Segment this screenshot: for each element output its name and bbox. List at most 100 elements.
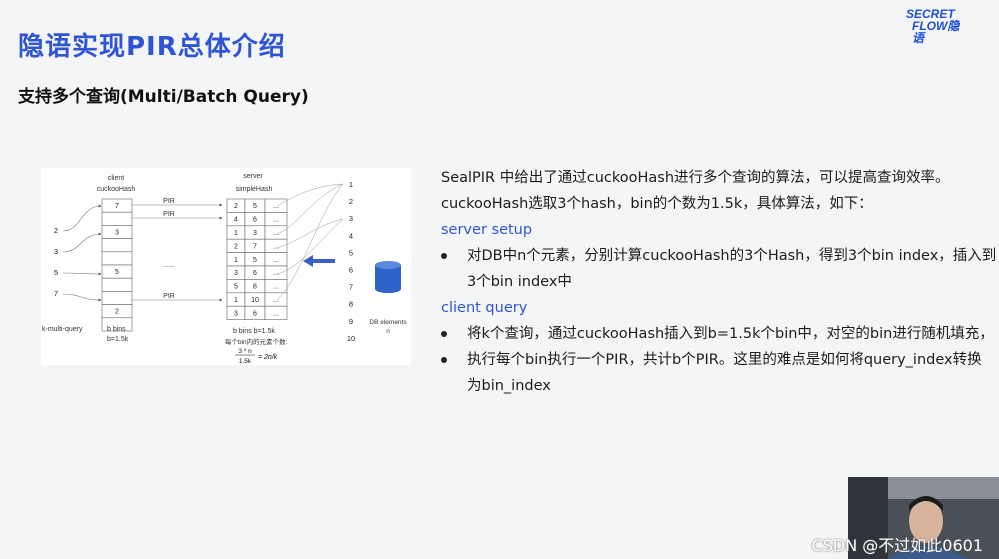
client-cuckoo-table: 7 3 5 2: [101, 198, 133, 332]
client-bullet-2-line-2: 为bin_index: [467, 378, 551, 394]
slide-subtitle: 支持多个查询(Multi/Batch Query): [18, 87, 309, 107]
formula-denominator: 1.5k: [239, 358, 252, 365]
client-bin: [101, 277, 133, 292]
server-cell-value: 6: [253, 217, 257, 224]
pir-label-2: PIR: [163, 211, 175, 218]
server-cell-value: 3: [234, 270, 238, 277]
client-bin: [101, 291, 133, 305]
client-bullet-2-line-1: 执行每个bin执行一个PIR，共计b个PIR。这里的难点是如何将query_in…: [467, 352, 982, 368]
server-cell-value: 8: [253, 284, 257, 291]
client-bin-value: 7: [115, 203, 119, 210]
server-cell-value: ...: [273, 217, 279, 224]
server-bins-label: b bins b=1.5k: [233, 328, 275, 335]
server-cell-value: 7: [253, 243, 257, 250]
pir-label-3: PIR: [163, 293, 175, 300]
server-cell-value: ...: [273, 297, 279, 304]
client-bin: [101, 251, 133, 266]
db-index: 7: [349, 283, 353, 292]
server-cell-value: 4: [234, 217, 238, 224]
presenter-video-image: [848, 477, 999, 559]
client-bin-value: 5: [115, 269, 119, 276]
formula-numerator: 3 * n: [238, 348, 252, 355]
db-index: 1: [349, 180, 353, 189]
client-bullet-1: 将k个查询，通过cuckooHash插入到b=1.5k个bin中，对空的bin进…: [441, 321, 994, 347]
server-cell-value: 1: [234, 257, 238, 264]
server-table-label: simpleHash: [236, 186, 273, 193]
client-bin-value: 2: [115, 309, 119, 316]
server-bullet: 对DB中n个元素，分别计算cuckooHash的3个Hash，得到3个bin i…: [441, 243, 997, 295]
diagram-svg: client cuckooHash server simpleHash 7352…: [42, 173, 407, 365]
db-index: 5: [349, 248, 353, 257]
db-indices: 1 2 3 4 5 6 7 8 9 10: [347, 180, 355, 343]
database-icon: [375, 261, 401, 293]
pir-arrows: [132, 203, 223, 302]
db-index: 8: [349, 300, 353, 309]
db-index: 6: [349, 266, 353, 275]
db-index: 3: [349, 214, 353, 223]
server-cell-value: 6: [253, 310, 257, 317]
server-cell-value: 3: [253, 230, 257, 237]
db-index: 9: [349, 317, 353, 326]
k-multi-query-label: k-multi-query: [42, 326, 83, 333]
server-cell-value: ...: [273, 257, 279, 264]
pir-label-1: PIR: [163, 198, 175, 205]
server-cell-value: ...: [273, 230, 279, 237]
query-key: 7: [54, 289, 58, 298]
server-cell-value: ...: [273, 270, 279, 277]
content-line-1: SealPIR 中给出了通过cuckooHash进行多个查询的算法，可以提高查询…: [441, 170, 950, 186]
server-bullet-line-2: 3个bin index中: [467, 274, 572, 290]
server-cell-value: 2: [234, 243, 238, 250]
client-bin: [101, 211, 133, 226]
query-key: 3: [54, 247, 58, 256]
server-cell-value: 5: [253, 203, 257, 210]
server-cell-value: 2: [234, 203, 238, 210]
client-query-heading: client query: [441, 300, 528, 316]
logo-line1: SECRET: [906, 7, 955, 21]
db-index: 2: [349, 197, 353, 206]
server-cell-value: 1: [234, 297, 238, 304]
server-cell-value: ...: [273, 203, 279, 210]
db-index: 4: [349, 231, 353, 240]
client-label: client: [108, 175, 124, 182]
client-bin: [101, 238, 133, 253]
client-bin-value: 3: [115, 230, 119, 237]
client-table-label: cuckooHash: [97, 186, 136, 193]
server-cell-value: 5: [234, 284, 238, 291]
server-label: server: [243, 173, 263, 180]
slide-content: SealPIR 中给出了通过cuckooHash进行多个查询的算法，可以提高查询…: [441, 165, 997, 399]
db-connectors: [276, 183, 344, 301]
server-cell-value: ...: [273, 284, 279, 291]
query-keys: 2 3 5 7: [54, 226, 58, 298]
presenter-video: [848, 477, 999, 559]
db-index: 10: [347, 334, 355, 343]
server-cell-value: 3: [234, 310, 238, 317]
query-connectors: [62, 204, 102, 302]
query-key: 2: [54, 226, 58, 235]
server-cell-value: 5: [253, 257, 257, 264]
bullet-dot: [441, 357, 447, 363]
db-label: DB elements: [369, 319, 407, 326]
pir-dots: ......: [163, 262, 175, 269]
bullet-dot: [441, 253, 447, 259]
server-setup-heading: server setup: [441, 222, 533, 238]
server-cell-value: 1: [234, 230, 238, 237]
server-cell: [264, 305, 288, 320]
client-bins-label: b bins: [107, 326, 126, 333]
formula-rhs: = 2n/k: [258, 354, 278, 361]
bullet-dot: [441, 331, 447, 337]
server-bullet-line-1: 对DB中n个元素，分别计算cuckooHash的3个Hash，得到3个bin i…: [467, 248, 997, 264]
content-line-2: cuckooHash选取3个hash，bin的个数为1.5k，具体算法，如下：: [441, 196, 873, 212]
client-bin: [101, 317, 133, 332]
secretflow-logo: SECRET FLOW隐语: [906, 8, 968, 44]
client-b-label: b=1.5k: [107, 336, 129, 343]
query-key: 5: [54, 268, 58, 277]
csdn-watermark: CSDN @不过如此0601: [811, 536, 983, 555]
logo-line2: FLOW隐语: [912, 19, 960, 45]
server-cell-value: ...: [273, 243, 279, 250]
client-bullet-2: 执行每个bin执行一个PIR，共计b个PIR。这里的难点是如何将query_in…: [441, 347, 982, 399]
db-n-label: n: [386, 328, 390, 335]
big-left-arrow: [303, 255, 335, 267]
slide-title: 隐语实现PIR总体介绍: [18, 32, 286, 62]
client-bullet-1-text: 将k个查询，通过cuckooHash插入到b=1.5k个bin中，对空的bin进…: [467, 326, 994, 342]
